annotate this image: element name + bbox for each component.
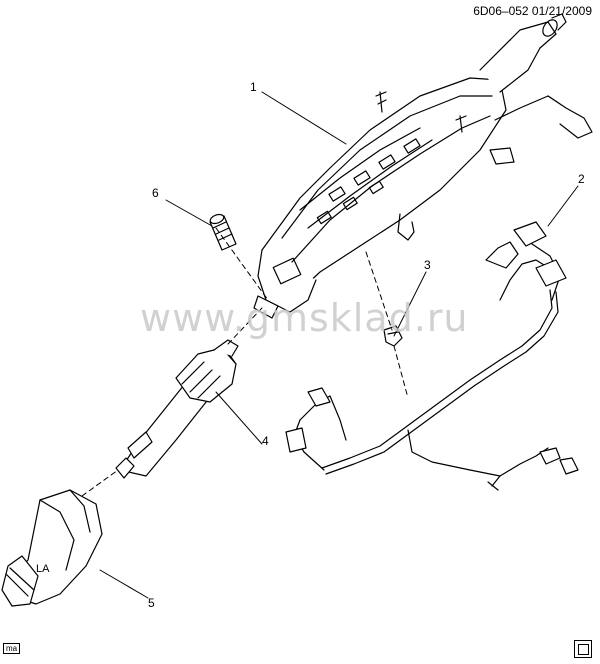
assembly-guide-lines: [81, 227, 409, 497]
footer-tag: ma: [3, 643, 21, 654]
callout-2: 2: [578, 172, 585, 186]
callout-4: 4: [262, 434, 269, 448]
bolt-part-6: [209, 213, 237, 251]
callout-6: 6: [152, 186, 159, 200]
wiring-harness-part-2: [285, 221, 579, 491]
callout-1: 1: [250, 80, 257, 94]
boot-seal-part-5: [1, 489, 103, 607]
footer-box-icon: [574, 640, 592, 658]
leader-lines: [99, 91, 579, 599]
callout-5: 5: [148, 596, 155, 610]
callout-3: 3: [424, 258, 431, 272]
part-marking-la: LA: [36, 563, 50, 575]
steering-column-body: [253, 13, 593, 319]
intermediate-shaft-part-4: [115, 339, 239, 479]
clip-part-3: [383, 325, 403, 347]
watermark: www.gmsklad.ru: [140, 296, 469, 340]
